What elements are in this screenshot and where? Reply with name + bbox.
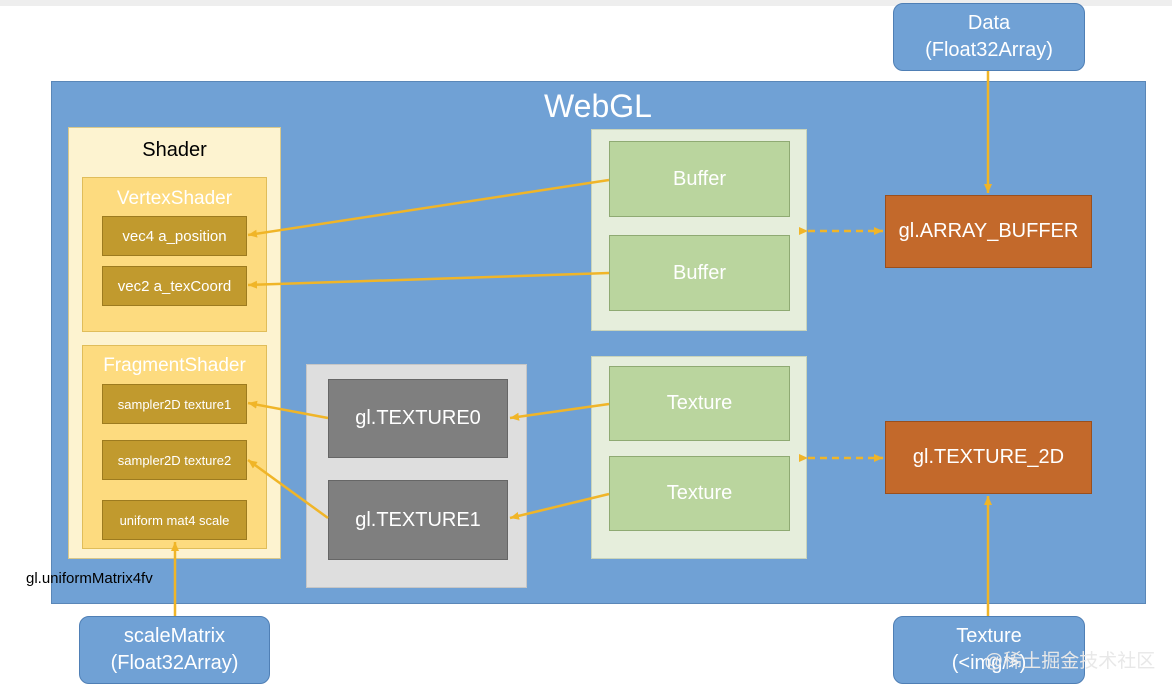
- arrow-unit1-to-texture2: [247, 458, 329, 520]
- arrow-texture-to-unit0: [509, 402, 610, 421]
- data-source-name: Data: [967, 12, 1011, 34]
- texture-source-type: (<img/>): [951, 652, 1027, 674]
- array-buffer-target: gl.ARRAY_BUFFER: [885, 195, 1092, 268]
- scale-matrix-type: (Float32Array): [110, 652, 239, 674]
- texture-source-name: Texture: [956, 625, 1022, 647]
- uniform-call-label: gl.uniformMatrix4fv: [26, 570, 153, 587]
- texture-source-box: Texture (<img/>): [893, 616, 1085, 684]
- texture-2d-target: gl.TEXTURE_2D: [885, 421, 1092, 494]
- top-strip: [0, 0, 1172, 6]
- vertex-attribute-texcoord: vec2 a_texCoord: [102, 266, 247, 306]
- texture-unit-1: gl.TEXTURE1: [328, 480, 508, 560]
- data-source-type: (Float32Array): [925, 39, 1053, 61]
- watermark: @稀土掘金技术社区: [984, 651, 1156, 672]
- vertex-shader-title: VertexShader: [116, 188, 233, 209]
- buffer-position: Buffer: [609, 141, 790, 217]
- fragment-sampler-texture1: sampler2D texture1: [102, 384, 247, 424]
- texture-object-1: Texture: [609, 366, 790, 441]
- scale-matrix-name: scaleMatrix: [123, 625, 226, 647]
- vertex-attribute-position: vec4 a_position: [102, 216, 247, 256]
- fragment-uniform-scale: uniform mat4 scale: [102, 500, 247, 540]
- arrow-texture-to-unit1: [509, 492, 610, 520]
- arrow-buffer-to-position: [247, 178, 610, 238]
- texture-object-2: Texture: [609, 456, 790, 531]
- shader-title: Shader: [142, 139, 207, 161]
- arrow-unit0-to-texture1: [247, 400, 329, 420]
- fragment-shader-title: FragmentShader: [103, 355, 246, 376]
- scale-matrix-box: scaleMatrix (Float32Array): [79, 616, 270, 684]
- webgl-title: WebGL: [544, 88, 652, 124]
- buffer-texcoord: Buffer: [609, 235, 790, 311]
- texture-unit-0: gl.TEXTURE0: [328, 379, 508, 458]
- fragment-sampler-texture2: sampler2D texture2: [102, 440, 247, 480]
- data-source-box: Data (Float32Array): [893, 3, 1085, 71]
- arrow-buffer-to-texcoord: [247, 271, 610, 289]
